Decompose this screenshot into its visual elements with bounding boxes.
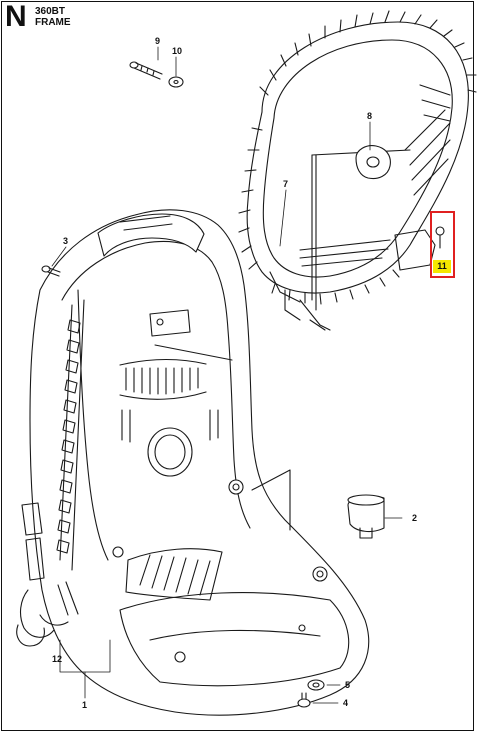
callout-9: 9	[155, 36, 161, 46]
callout-8: 8	[367, 111, 373, 121]
callout-4: 4	[343, 698, 349, 708]
callout-3: 3	[63, 236, 69, 246]
part-11-bolt	[435, 226, 445, 249]
part-10-washer	[168, 76, 184, 88]
part-3-screw	[41, 265, 61, 277]
part-11-highlight-label: 11	[433, 260, 451, 273]
part-2-mount	[347, 494, 385, 539]
callout-5: 5	[345, 680, 351, 690]
part-5-washer	[307, 679, 325, 691]
callout-1: 1	[82, 700, 88, 710]
part-8-grommet	[355, 145, 391, 180]
section-title: FRAME	[35, 17, 71, 28]
part-4-screw	[297, 692, 311, 708]
section-letter: N	[5, 0, 27, 33]
callout-2: 2	[412, 513, 418, 523]
callout-12: 12	[52, 654, 63, 664]
fan-housing	[238, 10, 477, 331]
part-11-highlight-box	[430, 211, 455, 278]
callout-7: 7	[283, 179, 289, 189]
strap-clips	[16, 502, 79, 647]
model-name: 360BT	[35, 6, 66, 17]
backpack-frame	[29, 209, 370, 716]
callout-10: 10	[172, 46, 183, 56]
part-9-screw	[129, 61, 163, 80]
